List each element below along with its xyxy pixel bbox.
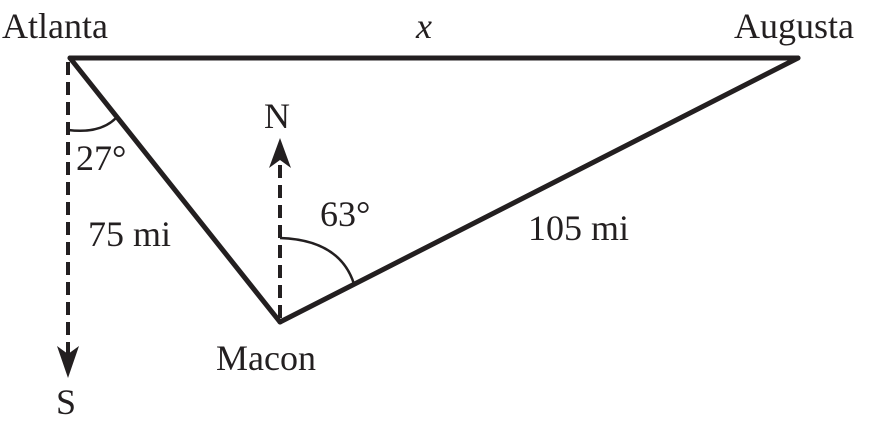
north-arrowhead — [269, 138, 291, 168]
south-arrowhead — [57, 346, 79, 378]
label-angle-27: 27° — [76, 138, 126, 178]
label-side-105: 105 mi — [528, 208, 629, 248]
label-macon: Macon — [216, 338, 316, 378]
angle-arc-macon — [279, 236, 356, 285]
side-atlanta-macon — [67, 55, 283, 325]
label-side-x: x — [415, 6, 432, 46]
label-augusta: Augusta — [734, 6, 854, 46]
label-south: S — [56, 382, 76, 422]
label-atlanta: Atlanta — [2, 6, 108, 46]
label-angle-63: 63° — [320, 194, 370, 234]
label-side-75: 75 mi — [88, 214, 171, 254]
label-north: N — [264, 96, 290, 136]
angle-arc-atlanta — [67, 117, 117, 132]
side-macon-augusta — [277, 55, 801, 325]
